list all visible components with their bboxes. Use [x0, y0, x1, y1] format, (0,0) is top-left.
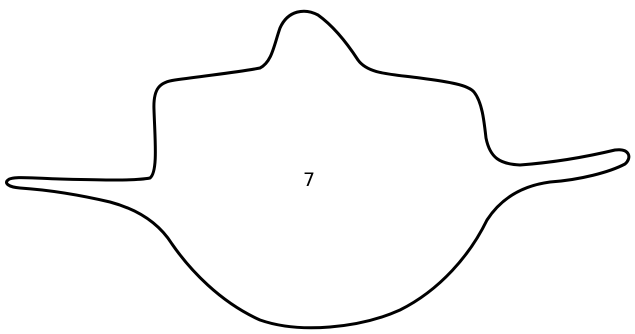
shape-number-label: 7: [303, 169, 315, 191]
shape-outline: [7, 11, 629, 327]
